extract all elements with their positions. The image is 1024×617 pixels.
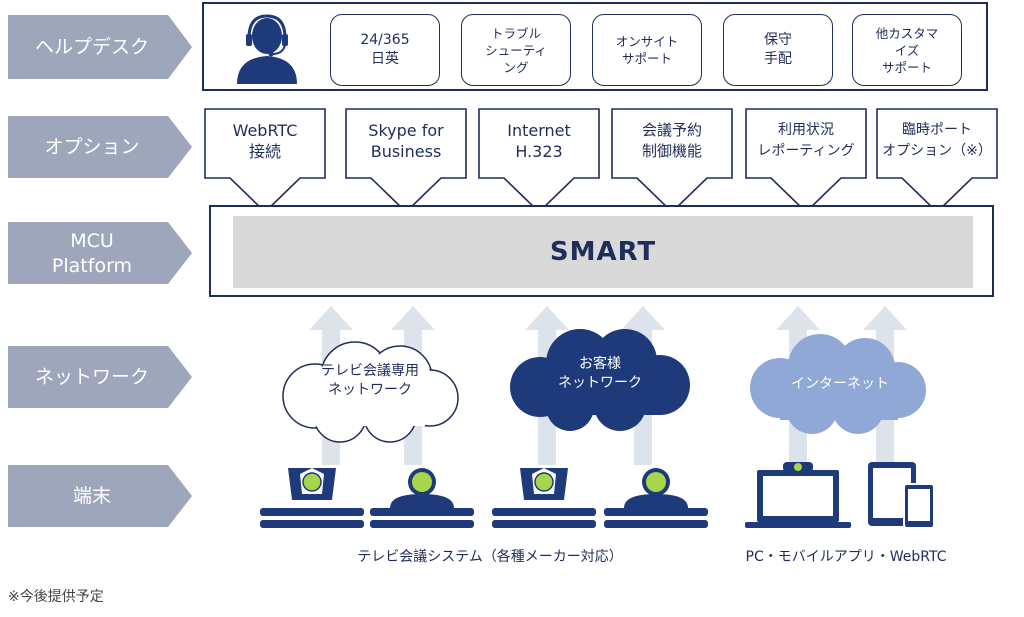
platform-name: SMART xyxy=(549,237,657,267)
layer-label-platform: MCU Platform xyxy=(8,222,192,284)
helpdesk-item-troubleshooting: トラブルシューティング xyxy=(461,14,571,86)
layer-label-text: Platform xyxy=(51,255,133,277)
helpdesk-item-custom-support: 他カスタマイズサポート xyxy=(852,14,962,86)
layer-label-helpdesk: ヘルプデスク xyxy=(8,15,192,79)
cloud-internet-label: インターネット xyxy=(791,376,889,392)
layer-label-terminals: 端末 xyxy=(8,465,192,527)
operator-headset-icon xyxy=(237,14,297,84)
helpdesk-item-onsite-support: オンサイトサポート xyxy=(592,14,702,86)
video-conference-camera-icon xyxy=(492,468,596,528)
platform-bar: SMART xyxy=(233,216,973,288)
video-conference-camera-icon xyxy=(260,468,364,528)
layer-label-network: ネットワーク xyxy=(8,346,192,408)
terminals-caption-left: テレビ会議システム（各種メーカー対応） xyxy=(357,549,623,565)
down-arrow-shape xyxy=(478,108,600,214)
conference-participant-icon xyxy=(604,468,708,528)
layer-label-options: オプション xyxy=(8,116,192,178)
option-reservation: 会議予約制御機能 xyxy=(611,108,733,214)
down-arrow-shape xyxy=(611,108,733,214)
option-temp-port: 臨時ポートオプション（※） xyxy=(876,108,998,214)
option-reporting: 利用状況レポーティング xyxy=(745,108,867,214)
platform-frame: SMART xyxy=(209,205,994,297)
layer-label-text: MCU xyxy=(70,230,114,252)
chevron-shape xyxy=(8,15,192,79)
cloud-dedicated-label: テレビ会議専用ネットワーク xyxy=(321,363,419,398)
conference-participant-icon xyxy=(370,468,474,528)
chevron-shape xyxy=(8,465,192,527)
down-arrow-shape xyxy=(345,108,467,214)
down-arrow-shape xyxy=(745,108,867,214)
layer-label-text: オプション xyxy=(44,136,140,158)
layer-label-text: 端末 xyxy=(72,485,111,507)
layer-label-text: ネットワーク xyxy=(34,366,149,388)
laptop-icon xyxy=(745,462,851,528)
chevron-shape xyxy=(8,346,192,408)
terminals-caption-right: PC・モバイルアプリ・WebRTC xyxy=(745,549,947,565)
cloud-customer-label: お客様ネットワーク xyxy=(558,356,642,391)
down-arrow-shape xyxy=(204,108,326,214)
cloud-customer-network xyxy=(510,329,690,431)
footnote: ※今後提供予定 xyxy=(8,589,104,605)
chevron-shape xyxy=(8,222,192,284)
cloud-internet xyxy=(750,334,926,434)
cloud-dedicated-network xyxy=(282,341,459,443)
layer-label-text: ヘルプデスク xyxy=(34,36,149,58)
helpdesk-item-maintenance: 保守手配 xyxy=(723,14,833,86)
mobile-devices-icon xyxy=(868,462,935,529)
down-arrow-shape xyxy=(876,108,998,214)
chevron-shape xyxy=(8,116,192,178)
